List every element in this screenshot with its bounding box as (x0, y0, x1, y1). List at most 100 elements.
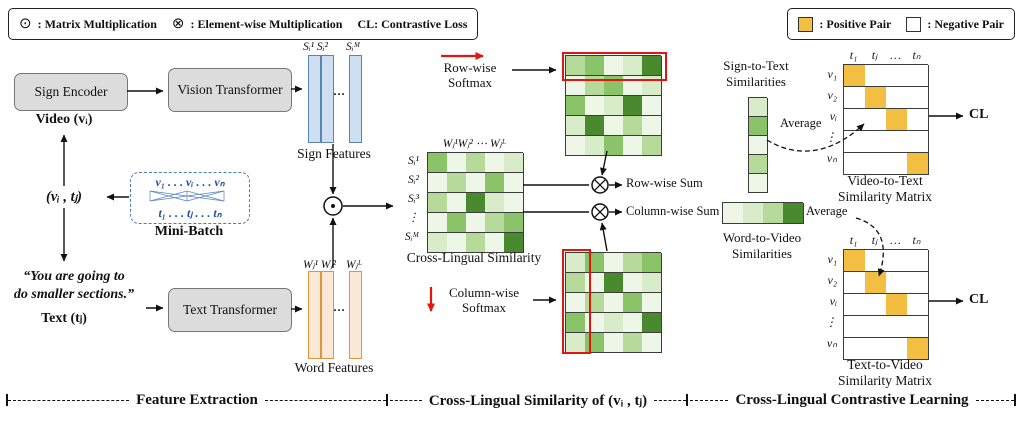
matrix-cell (763, 203, 784, 224)
matrix-cell (566, 116, 586, 136)
matrix-cell (447, 173, 467, 193)
word-to-video-label: Word-to-Video Similarities (698, 230, 826, 261)
matrix-cell (466, 173, 486, 193)
matrix-cell (865, 153, 887, 175)
matrix-cell (504, 153, 524, 173)
matrix-cell (642, 313, 662, 333)
matrix-cell (642, 96, 662, 116)
matrix-cell (886, 109, 908, 131)
matrix-cell (428, 153, 448, 173)
matrix-cell (844, 87, 866, 109)
minibatch-box: v₁ . . . vᵢ . . . vₙ t₁ . . . tⱼ . . . t… (130, 172, 250, 224)
matrix-cell (907, 65, 929, 87)
matrix-cell (623, 56, 643, 76)
cl-bottom-label: CL (969, 292, 989, 307)
matrix-cell (466, 193, 486, 213)
quote-line1: “You are going to (23, 269, 125, 284)
matrix-cell (907, 153, 929, 175)
col-softmax-line2: Softmax (461, 299, 507, 315)
row-softmax-line2: Softmax (447, 74, 493, 90)
matrix-cell (623, 253, 643, 273)
bracket-line (690, 399, 729, 401)
word-to-video-vector (722, 202, 804, 224)
matrix-cell (585, 313, 605, 333)
matrix-cell (566, 333, 586, 353)
matrix-cell (783, 203, 804, 224)
matrix-cell (504, 213, 524, 233)
sign-feature-bar (349, 55, 362, 143)
matrix-cell (907, 109, 929, 131)
matrix-cell (886, 87, 908, 109)
matrix-cell (447, 213, 467, 233)
row-softmax-label: Row-wise Softmax (430, 60, 510, 91)
cl-top-label: CL (969, 107, 989, 122)
word-feature-labels-12: Wⱼ¹ Wⱼ² (303, 259, 336, 271)
matrix-cell (485, 213, 505, 233)
word-feature-bar (321, 271, 334, 359)
matrix-cell (428, 173, 448, 193)
matrix-cell (865, 109, 887, 131)
matrix-cell (604, 136, 624, 156)
matrix-cell (907, 272, 929, 294)
vision-transformer-box: Vision Transformer (168, 68, 292, 112)
matrix-cell (585, 96, 605, 116)
matrix-cell (585, 293, 605, 313)
contrastive-loss-legend-label: CL: Contrastive Loss (357, 16, 468, 31)
matrix-cell (844, 65, 866, 87)
matrix-cell (566, 136, 586, 156)
positive-pair-swatch (798, 16, 814, 32)
matrix-cell (844, 109, 866, 131)
section-contrastive-label: Cross-Lingual Contrastive Learning (735, 391, 969, 408)
matrix-cell (907, 294, 929, 316)
video-label: Video (vᵢ) (35, 112, 93, 127)
v2t-caption-line1: Video-to-Text (847, 173, 923, 188)
matrix-cell (907, 87, 929, 109)
col-softmax-line1: Column-wise (448, 285, 520, 300)
matrix-cell (886, 153, 908, 175)
matrix-cell (485, 193, 505, 213)
matrix-cell (604, 116, 624, 136)
legend-operations: ⊙ : Matrix Multiplication ⊗ : Element-wi… (8, 8, 479, 40)
word-feature-bar (349, 271, 362, 359)
section-feature-extraction: Feature Extraction (6, 391, 388, 409)
matrix-cell (604, 253, 624, 273)
matrix-cell (623, 96, 643, 116)
t2v-caption-line2: Similarity Matrix (837, 373, 933, 389)
t2v-caption-line1: Text-to-Video (847, 357, 923, 372)
matrix-cell (585, 76, 605, 96)
matrix-cell (585, 273, 605, 293)
matrix-cell (907, 316, 929, 338)
matrix-cell (907, 338, 929, 360)
matrix-cell (886, 294, 908, 316)
minibatch-label: Mini-Batch (154, 224, 224, 239)
pair-sample-label: (vᵢ , tⱼ) (46, 189, 82, 205)
matrix-cell (566, 76, 586, 96)
matrix-cell (844, 131, 866, 153)
matrix-cell (585, 333, 605, 353)
matrix-cell (604, 76, 624, 96)
video-to-text-similarity-matrix (843, 64, 929, 175)
matrix-cell (428, 213, 448, 233)
matrix-cell (642, 273, 662, 293)
matrix-cell (604, 96, 624, 116)
matrix-cell (504, 233, 524, 253)
matrix-cell (585, 56, 605, 76)
text-to-video-similarity-matrix (843, 249, 929, 360)
matrix-cell (642, 253, 662, 273)
matrix-cell (504, 193, 524, 213)
dot-product-dot (331, 204, 335, 208)
matrix-multiplication-icon: ⊙ (19, 15, 32, 32)
average-top-label: Average (780, 116, 822, 130)
matrix-cell (886, 272, 908, 294)
vision-transformer-label: Vision Transformer (177, 82, 283, 97)
matrix-cell (585, 253, 605, 273)
section-contrastive: Cross-Lingual Contrastive Learning (690, 391, 1017, 409)
matrix-cell (623, 313, 643, 333)
word-bars-ellipsis: … (333, 300, 345, 314)
minibatch-videos: v₁ . . . vᵢ . . . vₙ (155, 175, 225, 189)
positive-pair-label: : Positive Pair (819, 16, 892, 31)
matrix-cell (566, 56, 586, 76)
col-softmax-matrix (565, 252, 662, 353)
matrix-cell (566, 273, 586, 293)
